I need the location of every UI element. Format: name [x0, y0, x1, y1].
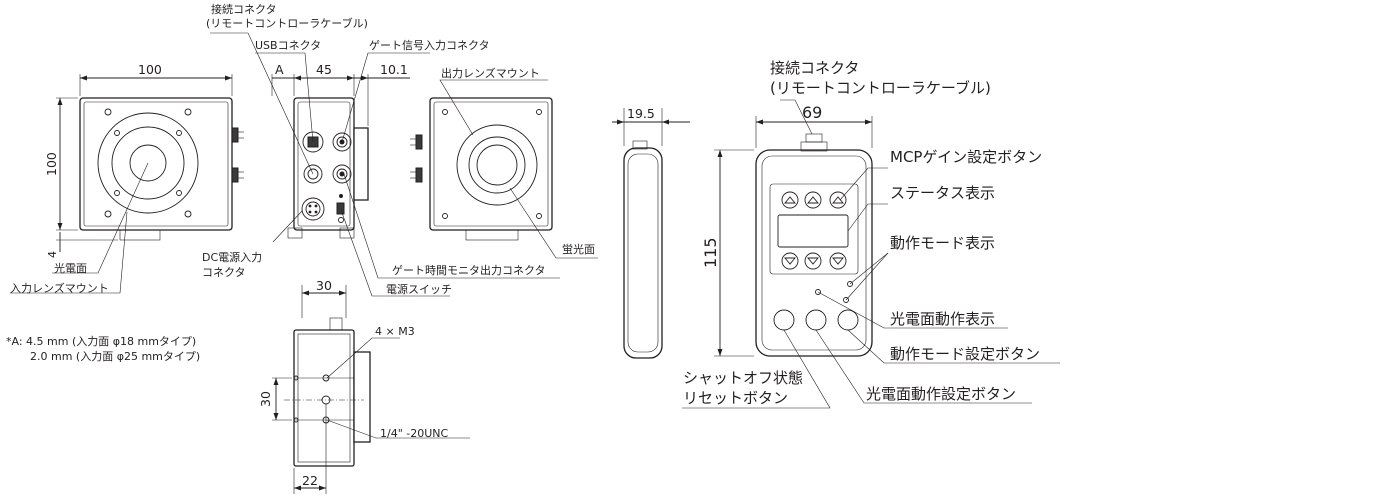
screws-label: 4 × M3	[375, 325, 415, 338]
note-line2: 2.0 mm (入力面 φ25 mmタイプ)	[30, 350, 200, 363]
remote-connector-label-line1: 接続コネクタ	[770, 59, 859, 77]
dim-a-label: A	[275, 62, 284, 77]
shutter-reset-label-line1: シャットオフ状態	[683, 369, 803, 387]
front-width-dim-label: 100	[138, 62, 162, 77]
camera-connector-label-line2: (リモートコントローラケーブル)	[206, 16, 368, 30]
input-lens-mount-label: 入力レンズマウント	[10, 281, 109, 295]
front-height-dim-label: 100	[44, 152, 59, 176]
gate-monitor-label: ゲート時間モニタ出力コネクタ	[392, 263, 546, 277]
tripod-thread-label: 1/4" -20UNC	[380, 427, 449, 440]
dc-input-label-line2: コネクタ	[202, 266, 246, 279]
camera-side-view	[210, 32, 560, 297]
remote-width-dim-label: 69	[802, 103, 822, 122]
front-offset-dim-label: 4	[46, 251, 59, 258]
shutter-reset-label-line2: リセットボタン	[683, 389, 788, 407]
mcp-gain-button-label: MCPゲイン設定ボタン	[890, 148, 1042, 166]
photocathode-label: 光電面	[54, 261, 87, 275]
camera-bottom-view	[272, 285, 470, 494]
bottom-dim-22-label: 22	[302, 473, 318, 488]
camera-connector-label-line1: 接続コネクタ	[211, 2, 277, 16]
remote-labels: 19.5 接続コネクタ (リモートコントローラケーブル) 69 115 MCPゲ…	[627, 59, 1042, 407]
dc-input-label-line1: DC電源入力	[202, 250, 262, 264]
power-switch-label: 電源スイッチ	[386, 282, 452, 296]
status-display-label: ステータス表示	[890, 184, 995, 202]
usb-connector-label: USBコネクタ	[255, 39, 321, 52]
bottom-dim-30-side-label: 30	[258, 391, 273, 407]
photocathode-display-label: 光電面動作表示	[890, 310, 995, 328]
photocathode-button-label: 光電面動作設定ボタン	[866, 385, 1016, 403]
dim-45-label: 45	[316, 62, 332, 77]
camera-front-view	[10, 74, 244, 294]
remote-connector-label-line2: (リモートコントローラケーブル)	[770, 79, 991, 97]
bottom-dim-30-top-label: 30	[316, 278, 332, 293]
note-line1: *A: 4.5 mm (入力面 φ18 mmタイプ)	[6, 335, 196, 348]
remote-side-dim-label: 19.5	[627, 106, 655, 121]
dim-10-1-label: 10.1	[380, 62, 408, 77]
camera-rear-view	[410, 79, 598, 259]
remote-front-view	[682, 99, 1060, 409]
output-lens-mount-label: 出力レンズマウント	[441, 66, 540, 80]
gate-input-connector-label: ゲート信号入力コネクタ	[369, 39, 490, 52]
mode-display-label: 動作モード表示	[890, 234, 995, 252]
mode-button-label: 動作モード設定ボタン	[890, 345, 1040, 363]
remote-side-view	[612, 108, 690, 359]
remote-height-dim-label: 115	[701, 237, 720, 268]
camera-labels: 接続コネクタ (リモートコントローラケーブル) USBコネクタ ゲート信号入力コ…	[6, 2, 595, 488]
phosphor-label: 蛍光面	[562, 242, 595, 256]
